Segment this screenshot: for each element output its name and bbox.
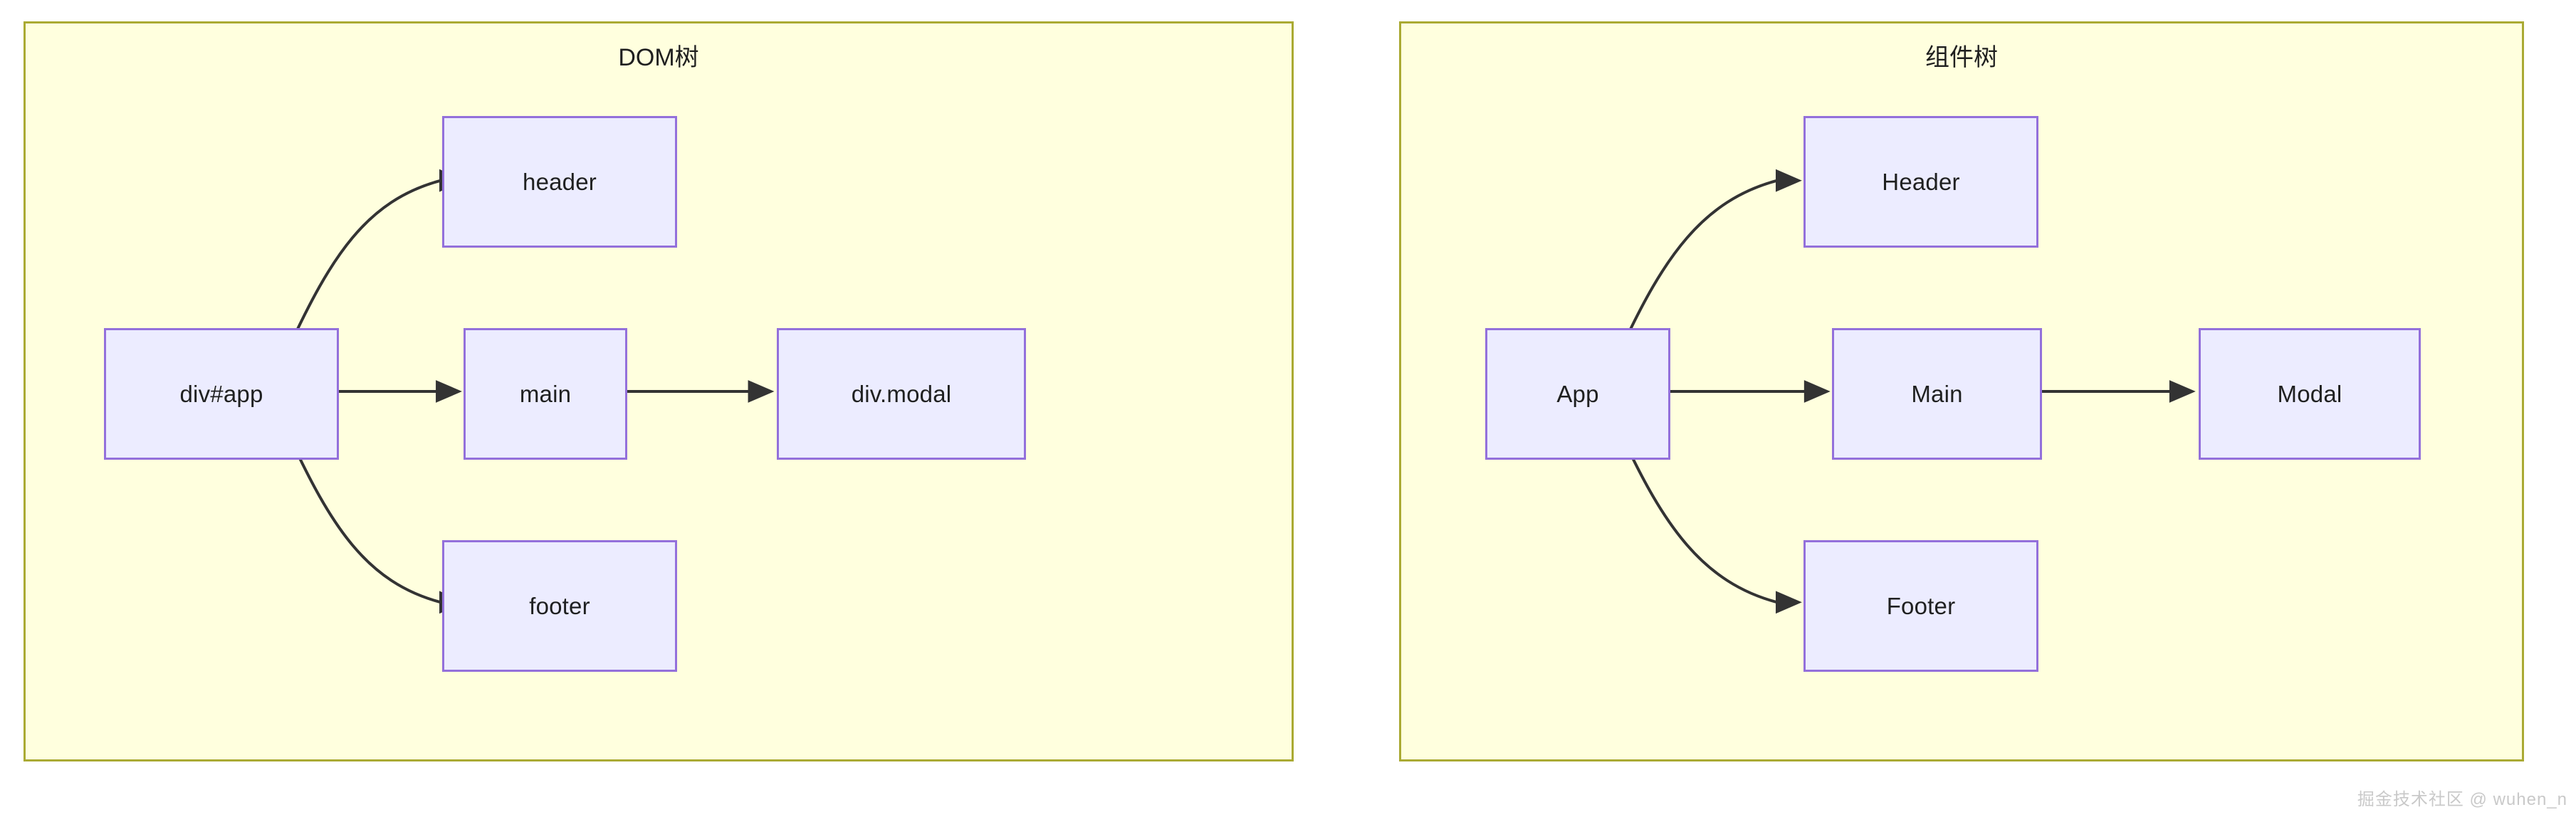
edge-divapp-to-header xyxy=(286,179,441,350)
arrow-head-main xyxy=(436,380,462,403)
panel-dom-tree: DOM树 header div#app main div.modal xyxy=(23,21,1294,761)
node-app-component[interactable]: App xyxy=(1485,328,1670,460)
node-modal-component[interactable]: Modal xyxy=(2199,328,2421,460)
node-div-modal-label: div.modal xyxy=(851,380,952,407)
node-header[interactable]: header xyxy=(442,116,677,248)
node-footer-component[interactable]: Footer xyxy=(1803,540,2038,672)
node-footer[interactable]: footer xyxy=(442,540,677,672)
node-footer-label: footer xyxy=(529,592,590,619)
watermark: 掘金技术社区 @ wuhen_n xyxy=(2357,790,2567,809)
panel-component-tree: 组件树 Header App Main Modal xyxy=(1399,21,2524,761)
node-header-component-label: Header xyxy=(1882,168,1960,195)
node-main-component[interactable]: Main xyxy=(1832,328,2042,460)
node-app-component-label: App xyxy=(1556,380,1599,407)
node-main-component-label: Main xyxy=(1911,380,1963,407)
arrow-head-header xyxy=(1775,169,1802,192)
node-main[interactable]: main xyxy=(464,328,627,460)
arrow-head-modal xyxy=(2169,380,2196,403)
node-footer-component-label: Footer xyxy=(1886,592,1956,619)
panel-title-component-tree: 组件树 xyxy=(1925,44,1998,71)
arrow-head-divmodal xyxy=(748,380,775,403)
node-header-label: header xyxy=(523,168,597,195)
node-div-app-label: div#app xyxy=(179,380,263,407)
node-main-label: main xyxy=(519,380,572,407)
node-modal-component-label: Modal xyxy=(2277,380,2342,407)
node-header-component[interactable]: Header xyxy=(1803,116,2038,248)
node-div-app[interactable]: div#app xyxy=(104,328,339,460)
arrow-head-main xyxy=(1803,380,1831,403)
node-div-modal[interactable]: div.modal xyxy=(777,328,1026,460)
panel-title-dom-tree: DOM树 xyxy=(618,44,699,71)
edge-app-to-header xyxy=(1620,179,1778,350)
arrow-head-footer xyxy=(1775,591,1802,614)
